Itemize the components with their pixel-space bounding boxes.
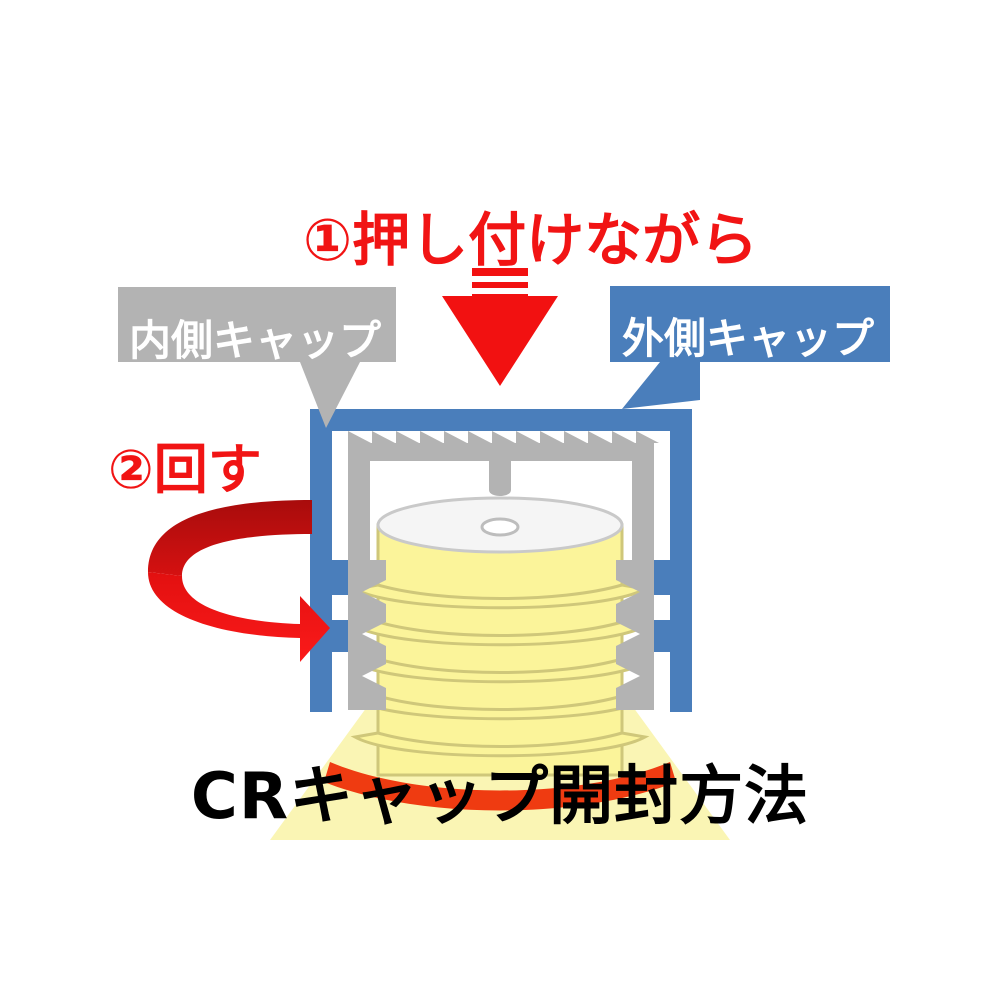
motion-line-2 [470, 288, 530, 294]
callout-inner-cap[interactable] [118, 287, 396, 428]
press-arrow [442, 268, 558, 386]
inner-cap-shell [348, 431, 659, 710]
rotate-arrow [148, 500, 330, 662]
bottle-top-hole [480, 517, 520, 537]
callout-outer-cap[interactable] [610, 286, 890, 409]
inner-cap-nub [489, 461, 511, 496]
shoulder-band [324, 762, 676, 811]
callout-tail-outer [622, 362, 700, 409]
bottle-neck [350, 496, 650, 777]
ratchet-teeth [348, 431, 659, 443]
callout-tail-inner [300, 362, 360, 428]
motion-line-1 [470, 276, 530, 282]
